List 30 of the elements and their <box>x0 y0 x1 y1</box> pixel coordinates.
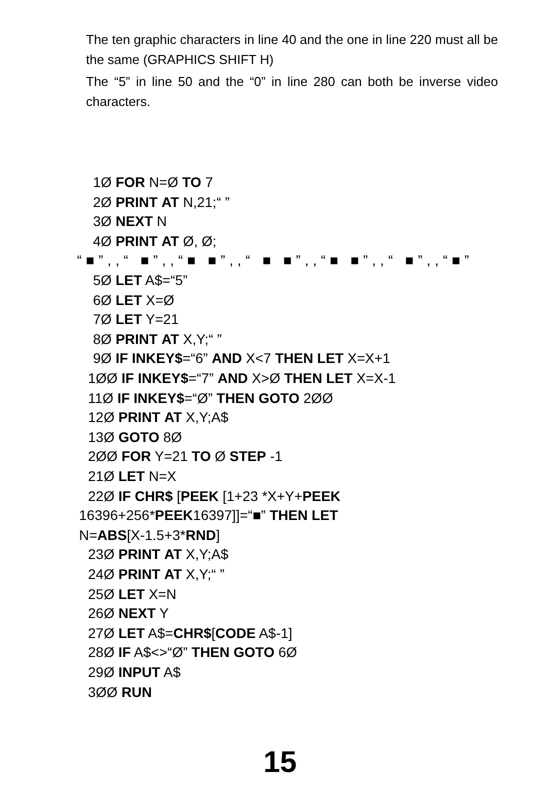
code-line: 7Ø LET Y=21 <box>93 310 179 330</box>
code-line: N=ABS[X-1.5+3*RND] <box>79 526 220 545</box>
graphics-string-line: “■”,,“ ■”,,“■ ■”,,“ ■ ■”,,“■ ■”,,“ ■”,,“■” <box>77 251 474 270</box>
code-line: 1ØØ IF INKEY$=“7” AND X>Ø THEN LET X=X-1 <box>88 369 396 388</box>
code-line: 28Ø IF A$<>“Ø” THEN GOTO 6Ø <box>88 643 298 662</box>
code-line: 23Ø PRINT AT X,Y;A$ <box>88 545 228 564</box>
code-line: 25Ø LET X=N <box>88 584 176 604</box>
note-text: The ten graphic characters in line 40 and the one in line 220 must all be the same (GRAPHICS SHIFT H) <box>86 31 498 69</box>
code-line: 16396+256*PEEK16397]]=“■” THEN LET <box>79 506 338 526</box>
note-text: The “5” in line 50 and the “0” in line 280 can both be inverse video characters. <box>86 73 498 111</box>
code-line: 8Ø PRINT AT X,Y;“ ” <box>93 330 222 349</box>
code-line: 4Ø PRINT AT Ø, Ø; <box>93 232 216 251</box>
code-line: 5Ø LET A$=“5” <box>93 271 188 290</box>
page-number: 15 <box>263 748 297 778</box>
code-line: 11Ø IF INKEY$=“Ø” THEN GOTO 2ØØ <box>88 388 333 408</box>
code-line: 3ØØ RUN <box>88 682 152 702</box>
code-line: 24Ø PRINT AT X,Y;“ ” <box>88 565 225 584</box>
code-line: 26Ø NEXT Y <box>88 604 169 624</box>
code-line: 3Ø NEXT N <box>93 212 167 232</box>
code-line: 27Ø LET A$=CHR$[CODE A$-1] <box>88 624 292 643</box>
code-line: 6Ø LET X=Ø <box>93 290 174 310</box>
code-line: 12Ø PRINT AT X,Y;A$ <box>88 408 228 428</box>
code-line: 2Ø PRINT AT N,21;“ ” <box>93 192 230 212</box>
code-line: 22Ø IF CHR$ [PEEK [1+23 *X+Y+PEEK <box>88 486 341 506</box>
code-line: 29Ø INPUT A$ <box>88 663 181 682</box>
code-line: 1Ø FOR N=Ø TO 7 <box>93 173 213 192</box>
code-line: 2ØØ FOR Y=21 TO Ø STEP -1 <box>88 447 282 466</box>
code-line: 9Ø IF INKEY$=“6” AND X<7 THEN LET X=X+1 <box>93 349 390 368</box>
code-line: 13Ø GOTO 8Ø <box>88 428 182 447</box>
code-line: 21Ø LET N=X <box>88 467 176 486</box>
